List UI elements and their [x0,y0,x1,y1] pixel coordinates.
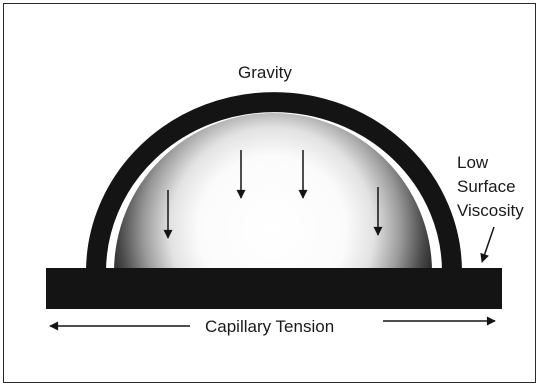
surface-label: Surface [457,177,516,196]
viscosity-label: Viscosity [457,201,524,220]
bubble-interior [114,113,432,272]
gravity-label: Gravity [238,63,292,82]
liquid-base [46,268,502,309]
capillary-tension-label: Capillary Tension [205,317,334,336]
bubble-film [86,92,462,273]
low-label: Low [457,153,489,172]
viscosity-pointer-arrow [480,226,495,263]
